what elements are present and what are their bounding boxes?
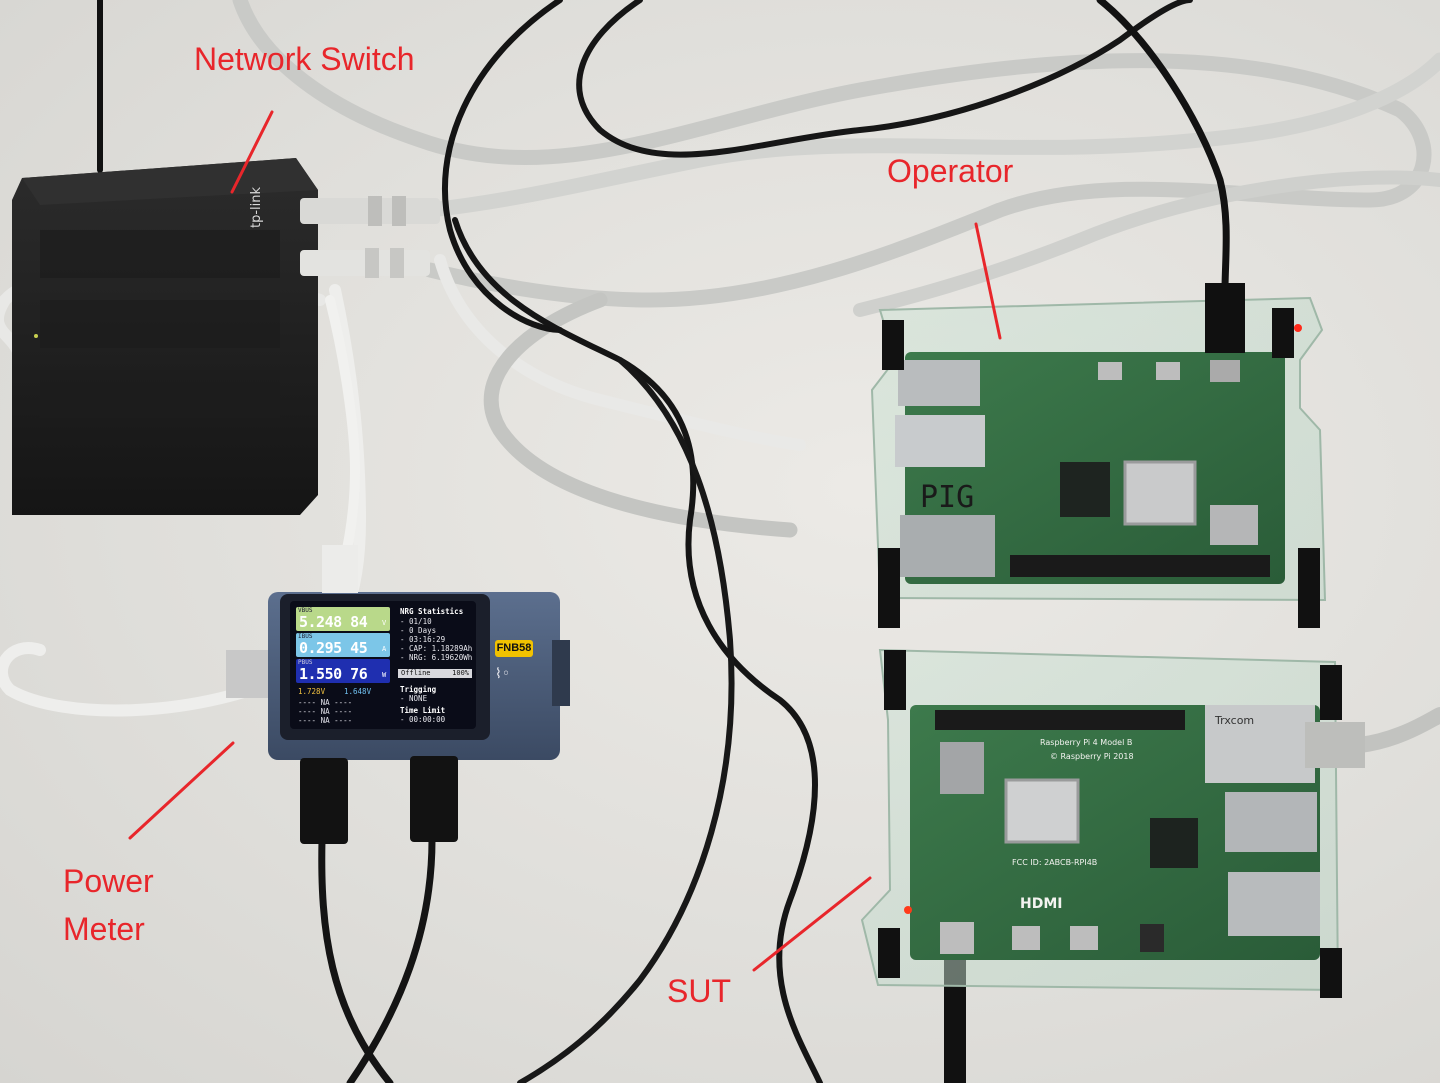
operator-pointer <box>974 222 1002 340</box>
status-text: Offline <box>401 669 431 677</box>
na-row: ---- NA ---- <box>298 716 353 725</box>
na-row: ---- NA ---- <box>298 698 353 707</box>
pbus-label: PBUS <box>298 659 313 666</box>
sut-ethernet-vendor: Trxcom <box>1215 714 1255 727</box>
operator-raspberry-pi <box>870 283 1327 628</box>
vbus-label: VBUS <box>298 607 313 614</box>
trig-value: - NONE <box>400 694 428 703</box>
annotation-lines <box>128 110 1002 972</box>
power-meter-label-line2: Meter <box>63 911 145 947</box>
stats-line: - 0 Days <box>400 626 437 635</box>
sut-pointer <box>752 876 872 972</box>
network-switch-label: Network Switch <box>194 41 415 77</box>
dminus-value: 1.648V <box>344 687 372 696</box>
sut-label: SUT <box>667 973 731 1009</box>
stats-title: NRG Statistics <box>400 607 464 616</box>
vbus-unit: V <box>382 619 387 627</box>
network-switch <box>12 158 440 515</box>
vbus-value: 5.248 84 <box>299 613 368 631</box>
time-limit-title: Time Limit <box>400 706 446 715</box>
vbus-box: VBUS 5.248 84 V <box>296 607 390 631</box>
power-meter-label-line1: Power <box>63 863 154 899</box>
status-bar: Offline 100% <box>398 669 472 678</box>
status-percent: 100% <box>452 669 469 677</box>
network-switch-pointer <box>230 110 274 194</box>
stats-line: - 01/10 <box>400 617 432 626</box>
ibus-unit: A <box>382 645 387 653</box>
operator-label: Operator <box>887 153 1014 189</box>
time-limit-value: - 00:00:00 <box>400 715 446 724</box>
pbus-value: 1.550 76 <box>299 665 368 683</box>
ibus-value: 0.295 45 <box>299 639 368 657</box>
stats-line: - NRG: 6.19620Wh <box>400 653 473 662</box>
sut-silkscreen-model: Raspberry Pi 4 Model B <box>1040 738 1133 747</box>
model-badge: FNB58 <box>495 640 533 657</box>
switch-brand-logo: tp-link <box>249 186 265 229</box>
black-cables <box>96 0 1230 1083</box>
stats-line: - 03:16:29 <box>400 635 446 644</box>
sut-raspberry-pi <box>860 648 1365 998</box>
pulse-icon: ⌇◦ <box>495 666 511 682</box>
ibus-label: IBUS <box>298 633 313 640</box>
pbus-box: PBUS 1.550 76 W <box>296 659 390 683</box>
operator-handwritten-tag: PIG <box>920 480 975 515</box>
dplus-value: 1.728V <box>298 687 326 696</box>
power-meter-pointer <box>128 741 235 840</box>
sut-silkscreen-copyright: © Raspberry Pi 2018 <box>1050 752 1134 761</box>
sut-hdmi-label: HDMI <box>1020 896 1063 912</box>
ibus-box: IBUS 0.295 45 A <box>296 633 390 657</box>
na-row: ---- NA ---- <box>298 707 353 716</box>
pbus-unit: W <box>382 671 387 679</box>
trig-title: Trigging <box>400 685 437 694</box>
power-meter-screen: VBUS 5.248 84 V IBUS 0.295 45 A PBUS 1.5… <box>290 601 476 729</box>
sut-fcc-id: FCC ID: 2ABCB-RPI4B <box>1012 858 1098 867</box>
stats-line: - CAP: 1.18289Ah <box>400 644 473 653</box>
